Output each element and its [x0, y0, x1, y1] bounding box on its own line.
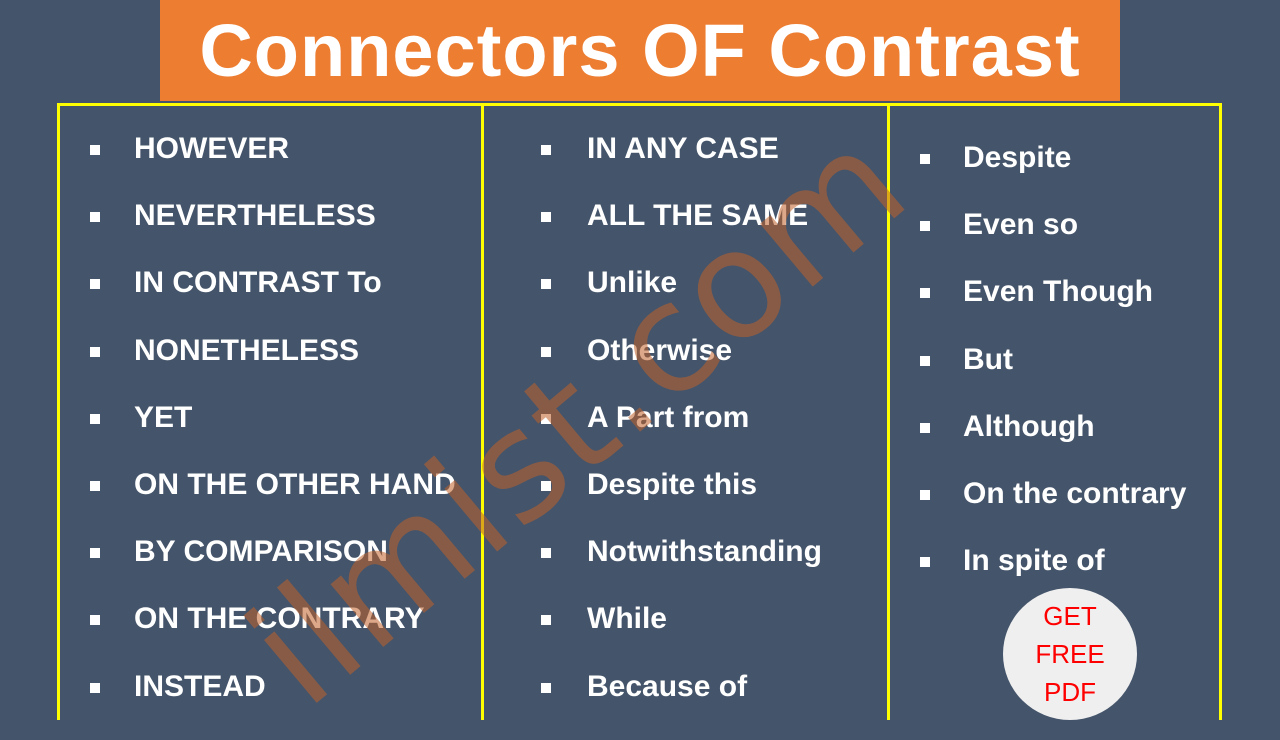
- list-item-label: INSTEAD: [134, 669, 266, 703]
- square-bullet-icon: [920, 557, 930, 568]
- square-bullet-icon: [90, 615, 100, 626]
- list-item-label: YET: [134, 400, 193, 434]
- list-item-label: In spite of: [963, 544, 1105, 578]
- square-bullet-icon: [920, 221, 930, 232]
- badge-line-2: FREE: [1035, 639, 1105, 669]
- list-item-label: Despite this: [587, 468, 758, 501]
- list-item-label: ON THE CONTRARY: [134, 602, 425, 636]
- list-item-label: NONETHELESS: [134, 333, 360, 367]
- list-item-label: While: [587, 602, 667, 636]
- square-bullet-icon: [90, 682, 100, 693]
- title-banner: Connectors OF Contrast: [160, 0, 1120, 101]
- list-item-label: IN ANY CASE: [587, 132, 779, 165]
- list-item-label: But: [963, 342, 1013, 376]
- square-bullet-icon: [90, 346, 100, 357]
- square-bullet-icon: [90, 212, 100, 223]
- square-bullet-icon: [541, 212, 551, 223]
- square-bullet-icon: [541, 145, 551, 155]
- square-bullet-icon: [90, 413, 100, 424]
- list-item-label: Notwithstanding: [587, 535, 822, 569]
- square-bullet-icon: [920, 490, 930, 500]
- list-item-label: Although: [963, 409, 1095, 443]
- list-item-label: Unlike: [587, 266, 678, 300]
- list-item-label: Even so: [963, 208, 1079, 242]
- square-bullet-icon: [541, 279, 551, 290]
- square-bullet-icon: [920, 288, 930, 299]
- square-bullet-icon: [920, 422, 930, 433]
- column-1: HOWEVER NEVERTHELESS IN CONTRAST To NONETHE…: [57, 103, 484, 720]
- list-item-label: BY COMPARISON: [134, 535, 388, 569]
- list-item-label: Even Though: [963, 275, 1153, 309]
- list-item-label: HOWEVER: [134, 132, 290, 165]
- square-bullet-icon: [920, 355, 930, 366]
- square-bullet-icon: [920, 154, 930, 164]
- get-free-pdf-button[interactable]: GET FREE PDF: [1003, 588, 1137, 720]
- square-bullet-icon: [541, 615, 551, 626]
- badge-line-1: GET: [1043, 601, 1097, 631]
- square-bullet-icon: [90, 481, 100, 491]
- square-bullet-icon: [90, 145, 100, 155]
- square-bullet-icon: [541, 346, 551, 357]
- list-item-label: ALL THE SAME: [587, 199, 809, 233]
- list-item-label: Because of: [587, 669, 748, 703]
- square-bullet-icon: [541, 413, 551, 424]
- square-bullet-icon: [541, 481, 551, 491]
- list-item-label: Otherwise: [587, 333, 733, 367]
- square-bullet-icon: [541, 682, 551, 693]
- square-bullet-icon: [90, 279, 100, 290]
- list-item-label: IN CONTRAST To: [134, 266, 382, 300]
- badge-line-3: PDF: [1044, 677, 1096, 707]
- square-bullet-icon: [541, 548, 551, 559]
- square-bullet-icon: [90, 548, 100, 559]
- list-item-label: ON THE OTHER HAND: [134, 468, 456, 501]
- page-title: Connectors OF Contrast: [199, 9, 1081, 92]
- list-item-label: On the contrary: [963, 477, 1187, 510]
- list-item-label: A Part from: [587, 400, 750, 434]
- list-item-label: NEVERTHELESS: [134, 199, 376, 233]
- list-item-label: Despite: [963, 141, 1072, 174]
